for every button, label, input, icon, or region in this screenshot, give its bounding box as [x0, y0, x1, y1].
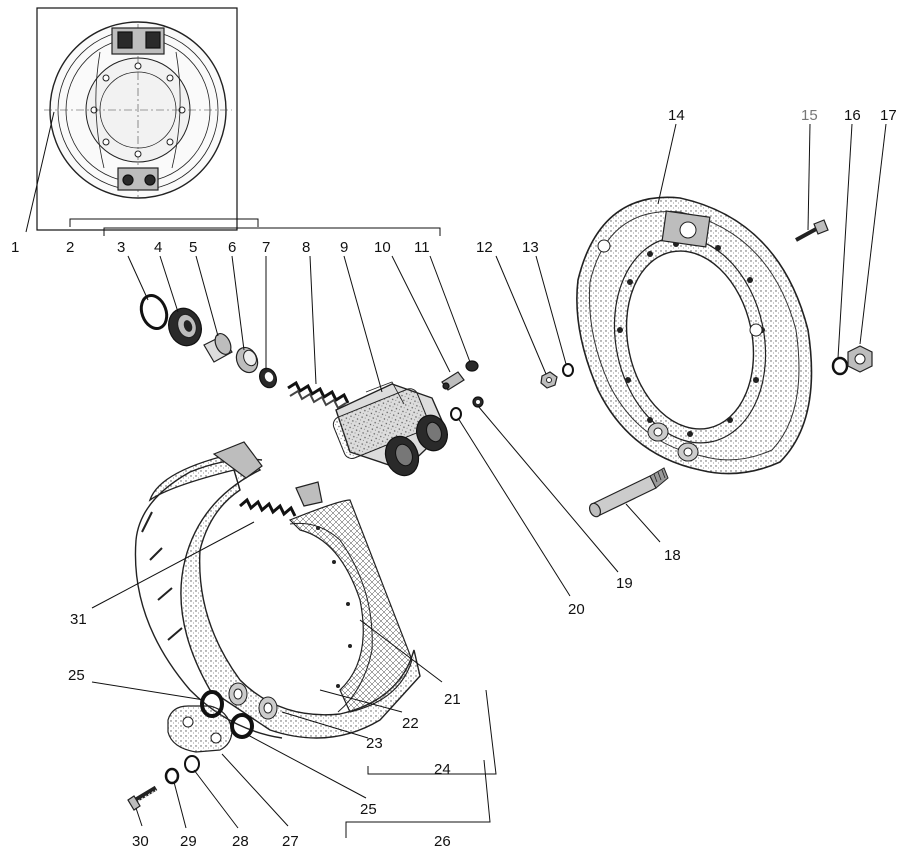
label-12: 12	[476, 239, 493, 256]
label-1: 1	[11, 239, 19, 256]
label-14: 14	[668, 107, 685, 124]
label-11: 11	[414, 239, 430, 256]
label-2: 2	[66, 239, 74, 256]
label-25-left: 25	[68, 667, 85, 684]
nut-17	[847, 345, 873, 373]
bleeder-cap-11	[465, 360, 479, 372]
label-5: 5	[189, 239, 197, 256]
bushing-23	[228, 682, 278, 720]
label-7: 7	[262, 239, 270, 256]
inset-assembly-view	[36, 7, 238, 231]
bolt-30	[127, 785, 158, 811]
eccentric-washer-25a	[200, 690, 224, 718]
part-number-labels: 1 2 3 4 5 6 7 8 9 10 11 12 13 14 15 16 1…	[11, 107, 897, 850]
spring-8	[287, 380, 350, 410]
label-24: 24	[434, 761, 451, 778]
leader-lines	[25, 111, 887, 829]
label-17: 17	[880, 107, 897, 124]
label-20: 20	[568, 601, 585, 618]
wheel-cylinder-9	[332, 381, 448, 477]
bolt-15	[795, 219, 829, 244]
label-29: 29	[180, 833, 197, 850]
backing-plate-14	[576, 196, 813, 475]
label-30: 30	[132, 833, 149, 850]
label-21: 21	[444, 691, 461, 708]
return-spring-31	[239, 497, 297, 517]
label-18: 18	[664, 547, 681, 564]
plate-27	[167, 705, 233, 753]
cup-5	[203, 333, 233, 363]
label-10: 10	[374, 239, 391, 256]
label-23: 23	[366, 735, 383, 752]
bolt-19	[472, 396, 484, 408]
label-4: 4	[154, 239, 162, 256]
lock-washer-16	[831, 356, 849, 376]
eccentric-washer-25b	[230, 713, 254, 739]
seal-cap-4	[168, 307, 202, 347]
label-6: 6	[228, 239, 236, 256]
label-19: 19	[616, 575, 633, 592]
label-8: 8	[302, 239, 310, 256]
bracket-group-2	[69, 218, 441, 236]
anchor-pin-18	[588, 467, 669, 518]
label-31: 31	[70, 611, 87, 628]
washer-7	[259, 367, 277, 389]
label-28: 28	[232, 833, 249, 850]
o-ring-3	[139, 294, 169, 330]
label-25-right: 25	[360, 801, 377, 818]
label-27: 27	[282, 833, 299, 850]
label-15: 15	[801, 107, 818, 124]
bracket-group-24	[367, 689, 497, 775]
brake-shoe-assembly	[134, 441, 421, 739]
label-26: 26	[434, 833, 451, 850]
washer-28	[184, 755, 200, 773]
washer-13	[562, 363, 574, 377]
label-3: 3	[117, 239, 125, 256]
label-9: 9	[340, 239, 348, 256]
nut-12	[540, 371, 558, 389]
lock-washer-29	[164, 767, 180, 785]
bracket-group-26	[345, 759, 491, 838]
washer-20	[450, 407, 462, 421]
piston-6	[235, 346, 259, 374]
label-16: 16	[844, 107, 861, 124]
label-13: 13	[522, 239, 539, 256]
label-22: 22	[402, 715, 419, 732]
bleeder-valve-10	[441, 371, 465, 391]
